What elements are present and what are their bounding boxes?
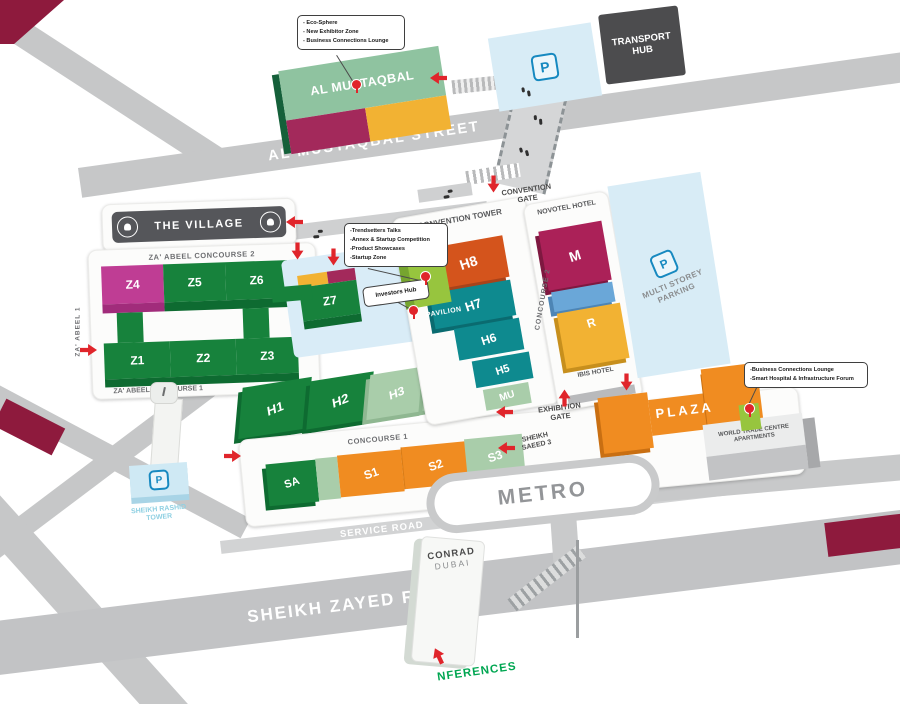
hall-z4-label: Z4 — [125, 277, 140, 292]
footprints-icon — [520, 85, 531, 97]
red-arrow-icon — [429, 646, 447, 666]
sheikh-rashid-tower-head — [150, 382, 178, 404]
footprints-icon — [313, 229, 325, 239]
red-arrow-icon — [558, 389, 571, 407]
hall-h5-label: H5 — [494, 361, 512, 378]
hall-z2: Z2 — [169, 338, 237, 378]
red-arrow-icon — [286, 216, 303, 228]
hall-h2-label: H2 — [330, 389, 350, 412]
concourse-1-label: CONCOURSE 1 — [347, 431, 409, 447]
plaza-callout: -Business Connections Lounge -Smart Hosp… — [744, 362, 868, 388]
hall-m-label: M — [566, 246, 584, 266]
callout-line: -Smart Hospital & Infrastructure Forum — [750, 375, 854, 382]
z-connector-east — [242, 307, 270, 339]
hall-z3: Z3 — [235, 336, 299, 375]
callout-line: -Startup Zone — [350, 254, 387, 261]
hall-z2-label: Z2 — [196, 350, 211, 366]
metro-pole — [576, 540, 579, 638]
callout-line: -Business Connections Lounge — [750, 367, 834, 373]
callout-line: - New Exhibitor Zone — [303, 28, 359, 35]
red-arrow-icon — [620, 373, 633, 391]
transport-hub: TRANSPORT HUB — [598, 5, 686, 85]
parking-icon: P — [648, 247, 680, 280]
footprints-icon — [442, 188, 454, 199]
hall-sa-label: SA — [283, 474, 302, 492]
hall-z5: Z5 — [162, 262, 227, 303]
hall-h1-label: H1 — [265, 397, 285, 419]
al-mustaqbal-label: AL MUSTAQBAL — [309, 68, 416, 99]
hall-h6-label: H6 — [479, 330, 499, 349]
hall-h1: H1 — [238, 376, 312, 440]
z-connector-west — [116, 312, 144, 344]
annex-callout: -Trendsetters Talks -Annex & Startup Com… — [344, 223, 448, 267]
the-village-label: THE VILLAGE — [154, 216, 244, 233]
parking-icon: P — [530, 52, 560, 82]
hall-h8-label: H8 — [457, 252, 480, 273]
village-badge-icon — [259, 211, 282, 233]
village-badge-icon — [116, 216, 139, 238]
hall-s2-label: S2 — [426, 456, 445, 475]
red-arrow-icon — [487, 175, 500, 193]
investors-hub-label: Investors Hub — [375, 286, 417, 299]
hall-r: R — [556, 302, 630, 369]
hall-z5-label: Z5 — [187, 275, 202, 290]
hall-s1: S1 — [336, 449, 405, 498]
transport-hub-label: TRANSPORT HUB — [611, 30, 672, 58]
zaabeel-1-side-label: ZA' ABEEL 1 — [74, 306, 82, 357]
red-arrow-icon — [496, 406, 513, 418]
callout-line: -Product Showcases — [350, 245, 406, 252]
hall-r-label: R — [584, 314, 598, 331]
red-arrow-icon — [80, 344, 97, 356]
red-arrow-icon — [430, 72, 447, 84]
hall-z4: Z4 — [101, 264, 165, 305]
hall-mu-label: MU — [498, 388, 517, 404]
callout-line: -Trendsetters Talks — [350, 228, 401, 234]
sheikh-rashid-tower-label: SHEIKH RASHID TOWER — [130, 503, 187, 523]
red-arrow-icon — [291, 242, 304, 260]
hall-z3-label: Z3 — [259, 348, 275, 364]
wtc-apartments: WORLD TRADE CENTRE APARTMENTS — [702, 411, 822, 488]
location-pin-icon — [745, 404, 754, 417]
hall-s1-label: S1 — [361, 464, 381, 483]
sheikh-rashid-parking: P — [128, 462, 190, 498]
red-arrow-icon — [224, 450, 241, 462]
location-pin-icon — [352, 80, 361, 93]
hall-h2: H2 — [306, 371, 374, 430]
callout-line: - Eco-Sphere — [303, 20, 338, 26]
mustaqbal-callout: - Eco-Sphere - New Exhibitor Zone - Busi… — [297, 15, 405, 50]
conrad-body: CONRAD DUBAI — [410, 535, 486, 667]
hall-sa: SA — [265, 459, 320, 507]
parking-icon: P — [148, 469, 170, 491]
the-village: THE VILLAGE — [111, 205, 287, 244]
metro-label: METRO — [496, 477, 590, 510]
hall-h3-label: H3 — [388, 383, 406, 403]
callout-line: -Annex & Startup Competition — [350, 236, 430, 243]
red-arrow-icon — [327, 248, 340, 266]
hall-z1: Z1 — [103, 341, 171, 380]
hall-z7-label: Z7 — [321, 292, 338, 309]
conrad-tower: CONRAD DUBAI — [399, 535, 490, 669]
footprints-icon — [533, 114, 543, 126]
hall-z1-label: Z1 — [130, 353, 145, 368]
callout-line: - Business Connections Lounge — [303, 37, 389, 44]
location-pin-icon — [409, 306, 418, 319]
red-arrow-icon — [498, 442, 515, 454]
hall-z6-label: Z6 — [249, 272, 264, 288]
location-pin-icon — [421, 272, 430, 285]
